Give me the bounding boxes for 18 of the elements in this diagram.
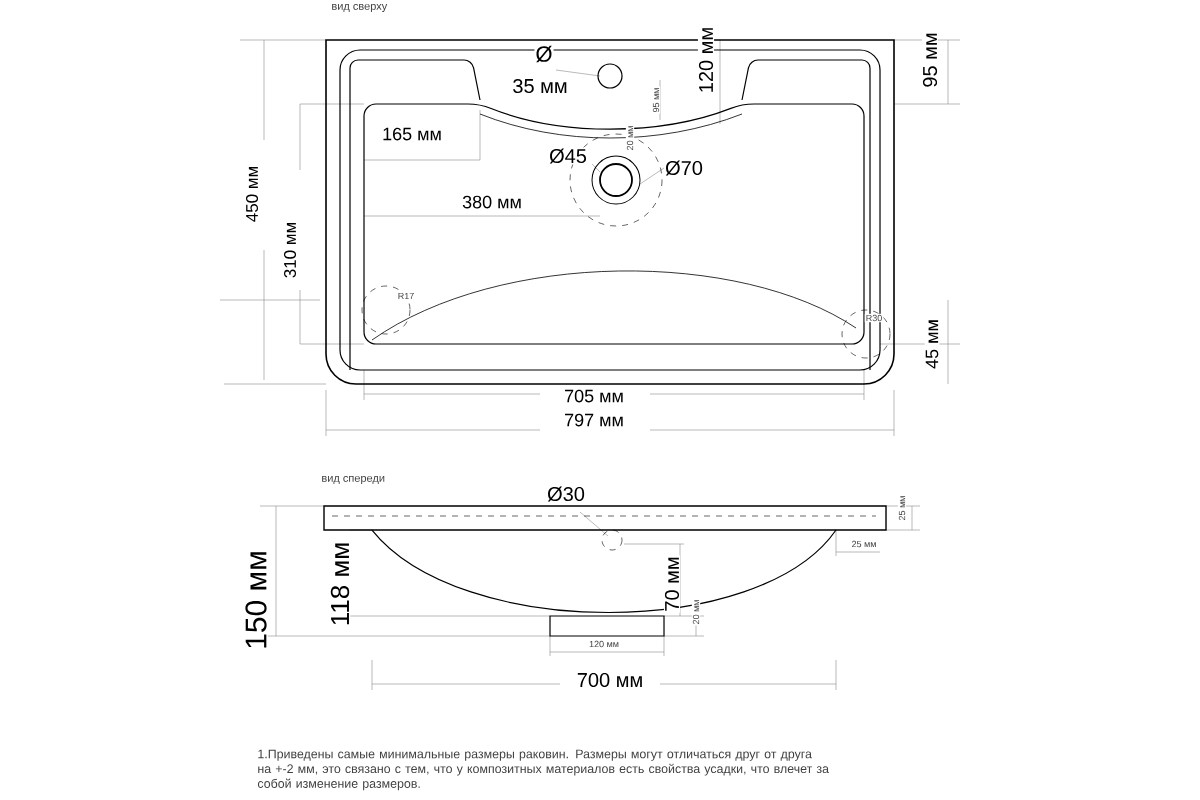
dimension-label: 700 мм xyxy=(575,671,645,689)
dimension-label: 150 мм xyxy=(244,549,268,651)
dimension-label: 380 мм xyxy=(461,194,523,210)
dimension-label: 450 мм xyxy=(245,164,259,224)
dimension-label: Ø45 xyxy=(548,147,588,165)
diameter-label: Ø30 xyxy=(546,485,586,503)
dimension-label: 45 мм xyxy=(924,318,940,370)
dimension-label: 70 мм xyxy=(663,555,681,613)
dimension-label: 310 мм xyxy=(283,220,298,280)
diameter-label: Ø xyxy=(534,44,554,64)
dimension-label: 165 мм xyxy=(381,126,443,142)
dimension-label: 118 мм xyxy=(329,540,351,628)
dimension-label: Ø70 xyxy=(664,159,704,177)
dimension-label: 120 мм xyxy=(697,25,715,95)
dimension-label: 705 мм xyxy=(563,388,625,404)
dimension-label: 35 мм xyxy=(511,77,569,95)
dimension-label: 797 мм xyxy=(563,412,625,428)
dimension-label: 95 мм xyxy=(921,31,939,89)
